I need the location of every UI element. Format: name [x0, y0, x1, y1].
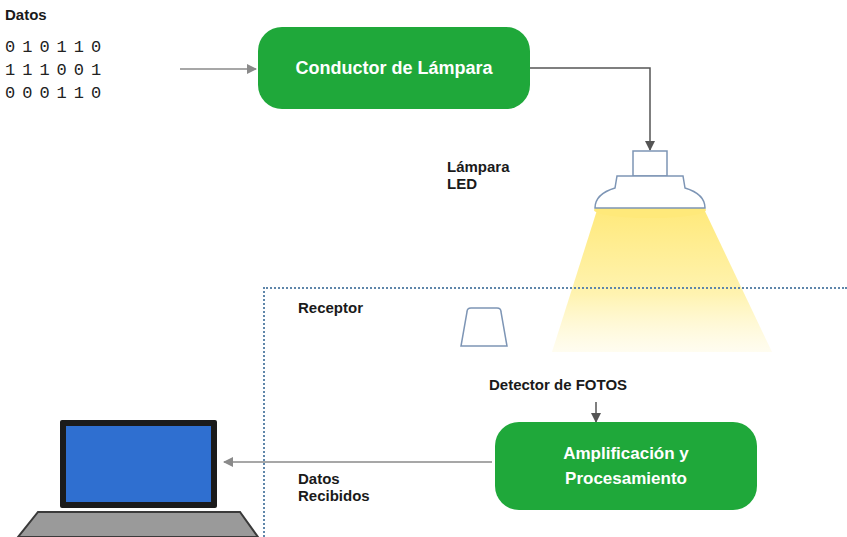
detector-icon	[457, 302, 517, 352]
led-lamp: Lámpara LED	[447, 150, 712, 212]
node-label: Detector de FOTOS	[489, 376, 627, 393]
region-title: Receptor	[298, 299, 363, 316]
flow-arrow	[595, 402, 597, 422]
data-input-arrow	[180, 68, 256, 70]
node-label: Lámpara LED	[447, 158, 527, 192]
flow-arrow	[530, 68, 650, 150]
section-label: Datos	[5, 6, 47, 23]
output-label: Datos Recibidos	[298, 470, 393, 504]
binary-row: 000110	[5, 84, 108, 103]
process-box: Conductor de Lámpara	[258, 27, 530, 109]
process-box: Amplificación y Procesamiento	[495, 422, 757, 510]
photo-detector: Detector de FOTOS	[457, 302, 689, 400]
binary-row: 010110	[5, 38, 108, 57]
binary-row: 111001	[5, 61, 108, 80]
laptop-icon	[18, 420, 258, 537]
light-cone	[552, 207, 772, 352]
box-text: Conductor de Lámpara	[295, 58, 492, 79]
box-text: Amplificación y Procesamiento	[536, 441, 716, 492]
